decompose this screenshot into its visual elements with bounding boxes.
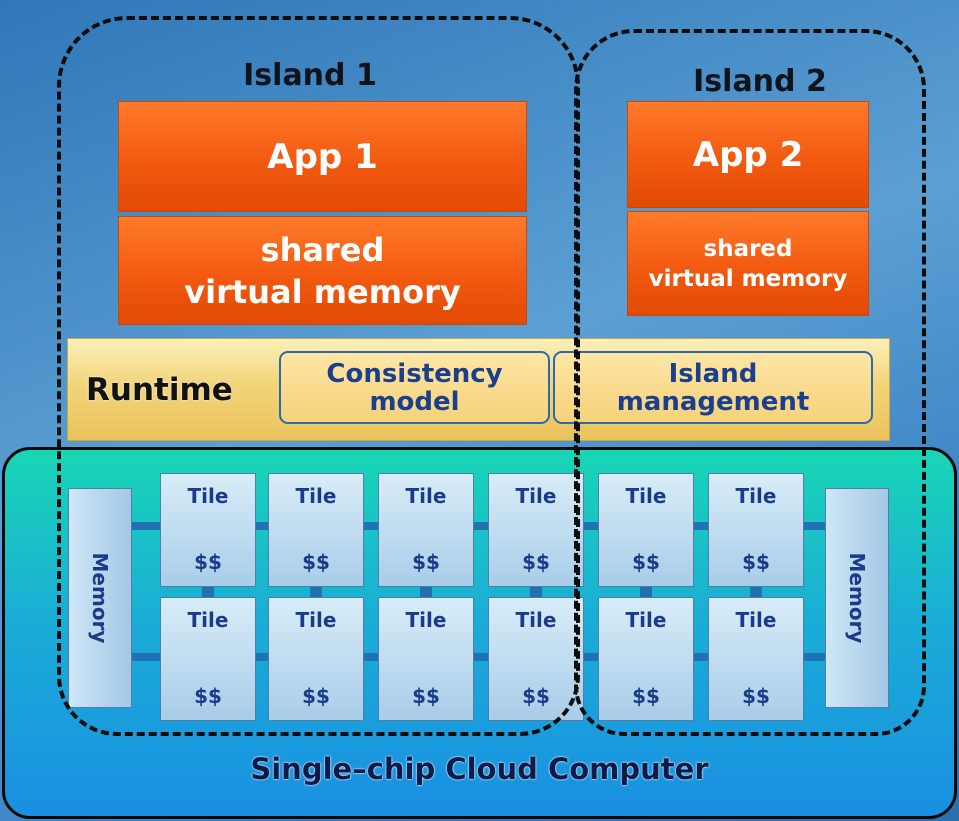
tile-r2-c6: Tile $$ (708, 597, 804, 721)
vertical-link-5 (640, 586, 652, 598)
cache-label: $$ (302, 550, 330, 574)
island-2-title: Island 2 (693, 64, 827, 99)
tile-r1-c1: Tile $$ (160, 473, 256, 587)
tile-r1-c3: Tile $$ (378, 473, 474, 587)
tile-r1-c5: Tile $$ (598, 473, 694, 587)
cache-label: $$ (632, 684, 660, 708)
shared-memory-1-line2: virtual memory (184, 272, 461, 311)
tile-label: Tile (187, 608, 229, 632)
shared-memory-1-line1: shared (260, 230, 385, 269)
tile-r1-c4: Tile $$ (488, 473, 584, 587)
tile-r2-c2: Tile $$ (268, 597, 364, 721)
cache-label: $$ (302, 684, 330, 708)
app-1-box: App 1 (118, 101, 527, 212)
island-2-outline (574, 29, 926, 736)
memory-right: Memory (825, 488, 889, 708)
tile-label: Tile (625, 608, 667, 632)
tile-label: Tile (187, 484, 229, 508)
tile-label: Tile (295, 484, 337, 508)
cache-label: $$ (194, 550, 222, 574)
cache-label: $$ (412, 684, 440, 708)
app-2-box: App 2 (627, 101, 869, 208)
tile-label: Tile (405, 608, 447, 632)
island-1-title: Island 1 (243, 58, 377, 93)
tile-label: Tile (515, 608, 557, 632)
cache-label: $$ (194, 684, 222, 708)
tile-label: Tile (515, 484, 557, 508)
shared-memory-2-line2: virtual memory (648, 265, 848, 292)
cache-label: $$ (742, 684, 770, 708)
cache-label: $$ (742, 550, 770, 574)
runtime-label: Runtime (86, 372, 233, 408)
tile-r1-c2: Tile $$ (268, 473, 364, 587)
tile-label: Tile (405, 484, 447, 508)
horizontal-link-top (132, 522, 825, 530)
cache-label: $$ (412, 550, 440, 574)
app-2-label: App 2 (692, 134, 804, 175)
island-1-outline (57, 16, 580, 736)
cache-label: $$ (632, 550, 660, 574)
shared-memory-2-box: shared virtual memory (627, 211, 869, 316)
app-1-label: App 1 (267, 136, 378, 177)
island-management-box: Island management (553, 351, 873, 424)
tile-label: Tile (295, 608, 337, 632)
tile-r2-c3: Tile $$ (378, 597, 474, 721)
island-management-line2: management (616, 386, 810, 417)
horizontal-link-bottom (132, 653, 825, 661)
consistency-model-line1: Consistency (326, 358, 503, 389)
tile-label: Tile (625, 484, 667, 508)
shared-memory-1-box: shared virtual memory (118, 216, 527, 325)
tile-r1-c6: Tile $$ (708, 473, 804, 587)
shared-memory-2-line1: shared (703, 235, 793, 262)
consistency-model-line2: model (369, 386, 460, 417)
tile-label: Tile (735, 608, 777, 632)
consistency-model-box: Consistency model (279, 351, 550, 424)
tile-r2-c1: Tile $$ (160, 597, 256, 721)
island-management-line1: Island (668, 358, 758, 389)
vertical-link-2 (310, 586, 322, 598)
vertical-link-6 (750, 586, 762, 598)
vertical-link-3 (420, 586, 432, 598)
tile-label: Tile (735, 484, 777, 508)
vertical-link-4 (530, 586, 542, 598)
cache-label: $$ (522, 550, 550, 574)
chip-label: Single–chip Cloud Computer (250, 752, 709, 786)
vertical-link-1 (202, 586, 214, 598)
